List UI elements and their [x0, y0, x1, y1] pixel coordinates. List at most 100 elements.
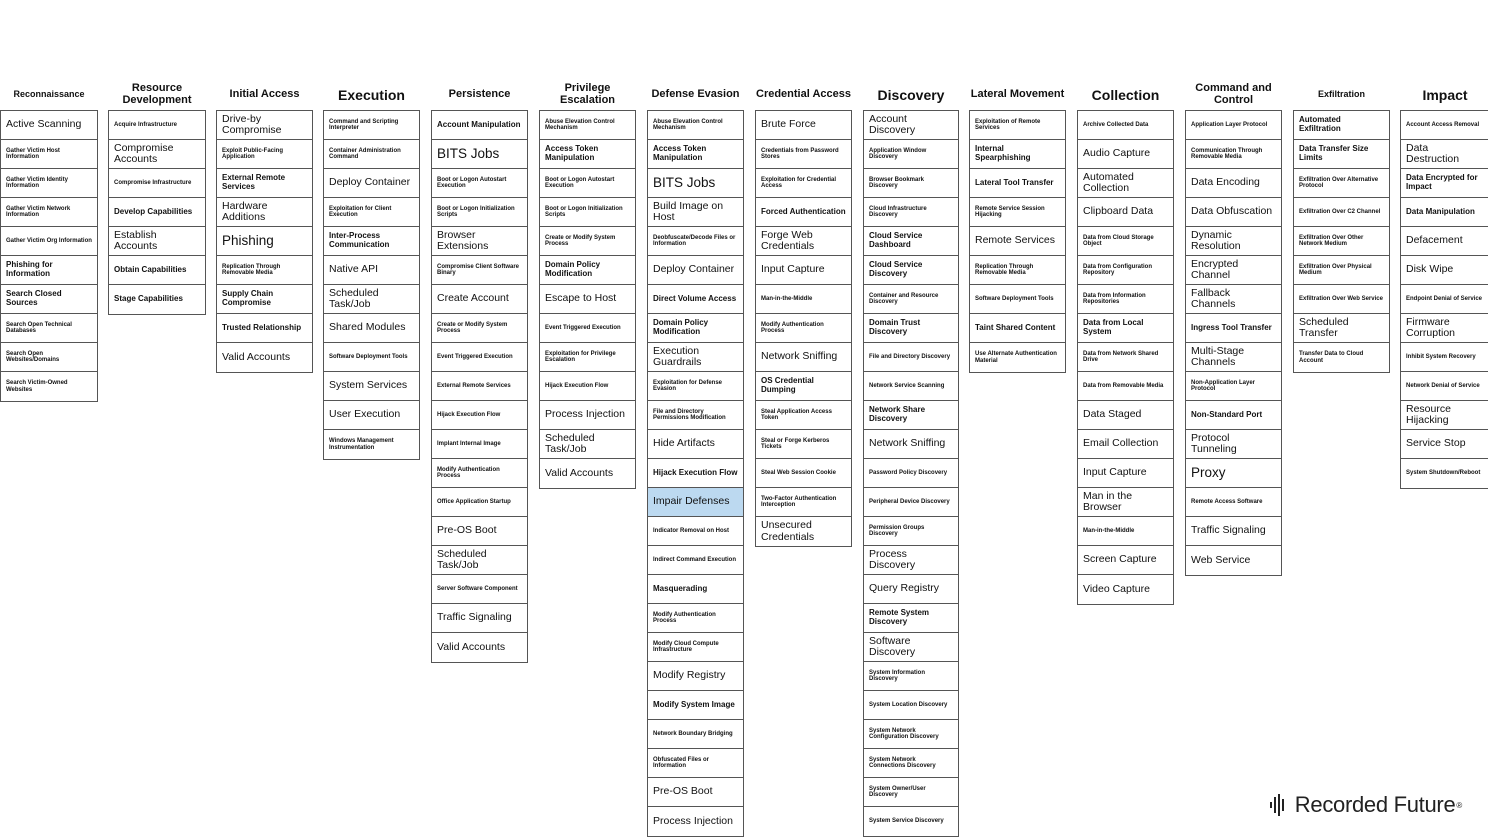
technique-cell[interactable]: Direct Volume Access	[648, 285, 743, 314]
technique-cell[interactable]: Man-in-the-Middle	[1078, 517, 1173, 546]
technique-cell[interactable]: Input Capture	[1078, 459, 1173, 488]
technique-cell[interactable]: Modify Authentication Process	[756, 314, 851, 343]
technique-cell[interactable]: Exploitation of Remote Services	[970, 111, 1065, 140]
technique-cell[interactable]: Account Access Removal	[1401, 111, 1488, 140]
technique-cell[interactable]: Software Discovery	[864, 633, 958, 662]
technique-cell[interactable]: Scheduled Task/Job	[540, 430, 635, 459]
technique-cell[interactable]: Service Stop	[1401, 430, 1488, 459]
technique-cell[interactable]: Credentials from Password Stores	[756, 140, 851, 169]
technique-cell[interactable]: Replication Through Removable Media	[217, 256, 312, 285]
technique-cell[interactable]: Process Injection	[648, 807, 743, 836]
technique-cell[interactable]: Process Discovery	[864, 546, 958, 575]
technique-cell[interactable]: Dynamic Resolution	[1186, 227, 1281, 256]
technique-cell[interactable]: Valid Accounts	[540, 459, 635, 488]
technique-cell[interactable]: Automated Exfiltration	[1294, 111, 1389, 140]
technique-cell[interactable]: Create or Modify System Process	[540, 227, 635, 256]
technique-cell[interactable]: Pre-OS Boot	[648, 778, 743, 807]
technique-cell[interactable]: Remote Services	[970, 227, 1065, 256]
technique-cell[interactable]: Acquire Infrastructure	[109, 111, 205, 140]
technique-cell[interactable]: Modify Authentication Process	[432, 459, 527, 488]
technique-cell[interactable]: Non-Application Layer Protocol	[1186, 372, 1281, 401]
technique-cell[interactable]: Stage Capabilities	[109, 285, 205, 314]
technique-cell[interactable]: Account Manipulation	[432, 111, 527, 140]
technique-cell[interactable]: Search Open Websites/Domains	[1, 343, 97, 372]
technique-cell[interactable]: Network Sniffing	[864, 430, 958, 459]
technique-cell[interactable]: System Information Discovery	[864, 662, 958, 691]
technique-cell[interactable]: Password Policy Discovery	[864, 459, 958, 488]
technique-cell[interactable]: Network Boundary Bridging	[648, 720, 743, 749]
technique-cell[interactable]: Hide Artifacts	[648, 430, 743, 459]
technique-cell[interactable]: Gather Victim Network Information	[1, 198, 97, 227]
technique-cell[interactable]: Replication Through Removable Media	[970, 256, 1065, 285]
technique-cell[interactable]: Domain Policy Modification	[648, 314, 743, 343]
technique-cell[interactable]: Exfiltration Over Other Network Medium	[1294, 227, 1389, 256]
technique-cell[interactable]: Native API	[324, 256, 419, 285]
technique-cell[interactable]: Search Closed Sources	[1, 285, 97, 314]
technique-cell[interactable]: Video Capture	[1078, 575, 1173, 604]
technique-cell[interactable]: Screen Capture	[1078, 546, 1173, 575]
technique-cell[interactable]: Establish Accounts	[109, 227, 205, 256]
technique-cell[interactable]: Drive-by Compromise	[217, 111, 312, 140]
technique-cell[interactable]: Man-in-the-Middle	[756, 285, 851, 314]
technique-cell[interactable]: Data Encoding	[1186, 169, 1281, 198]
technique-cell[interactable]: Resource Hijacking	[1401, 401, 1488, 430]
technique-cell[interactable]: Data Staged	[1078, 401, 1173, 430]
technique-cell[interactable]: Compromise Client Software Binary	[432, 256, 527, 285]
technique-cell[interactable]: Exploit Public-Facing Application	[217, 140, 312, 169]
technique-cell[interactable]: BITS Jobs	[432, 140, 527, 169]
technique-cell[interactable]: Email Collection	[1078, 430, 1173, 459]
technique-cell[interactable]: Software Deployment Tools	[970, 285, 1065, 314]
technique-cell[interactable]: Unsecured Credentials	[756, 517, 851, 546]
technique-cell[interactable]: Application Window Discovery	[864, 140, 958, 169]
technique-cell[interactable]: Data from Network Shared Drive	[1078, 343, 1173, 372]
technique-cell[interactable]: BITS Jobs	[648, 169, 743, 198]
technique-cell[interactable]: Domain Policy Modification	[540, 256, 635, 285]
technique-cell[interactable]: Boot or Logon Initialization Scripts	[432, 198, 527, 227]
technique-cell[interactable]: Obfuscated Files or Information	[648, 749, 743, 778]
technique-cell[interactable]: Phishing	[217, 227, 312, 256]
technique-cell[interactable]: Scheduled Transfer	[1294, 314, 1389, 343]
technique-cell[interactable]: Indirect Command Execution	[648, 546, 743, 575]
technique-cell-highlighted[interactable]: Impair Defenses	[648, 488, 743, 517]
technique-cell[interactable]: Archive Collected Data	[1078, 111, 1173, 140]
technique-cell[interactable]: Container Administration Command	[324, 140, 419, 169]
technique-cell[interactable]: System Location Discovery	[864, 691, 958, 720]
technique-cell[interactable]: Abuse Elevation Control Mechanism	[648, 111, 743, 140]
technique-cell[interactable]: Audio Capture	[1078, 140, 1173, 169]
technique-cell[interactable]: Create or Modify System Process	[432, 314, 527, 343]
technique-cell[interactable]: Brute Force	[756, 111, 851, 140]
technique-cell[interactable]: Disk Wipe	[1401, 256, 1488, 285]
technique-cell[interactable]: Query Registry	[864, 575, 958, 604]
technique-cell[interactable]: Compromise Accounts	[109, 140, 205, 169]
technique-cell[interactable]: Pre-OS Boot	[432, 517, 527, 546]
technique-cell[interactable]: Exploitation for Client Execution	[324, 198, 419, 227]
technique-cell[interactable]: Access Token Manipulation	[540, 140, 635, 169]
technique-cell[interactable]: External Remote Services	[217, 169, 312, 198]
technique-cell[interactable]: Traffic Signaling	[432, 604, 527, 633]
technique-cell[interactable]: Event Triggered Execution	[432, 343, 527, 372]
technique-cell[interactable]: Boot or Logon Initialization Scripts	[540, 198, 635, 227]
technique-cell[interactable]: Exfiltration Over C2 Channel	[1294, 198, 1389, 227]
technique-cell[interactable]: Modify Registry	[648, 662, 743, 691]
technique-cell[interactable]: Permission Groups Discovery	[864, 517, 958, 546]
technique-cell[interactable]: Exfiltration Over Web Service	[1294, 285, 1389, 314]
technique-cell[interactable]: Forge Web Credentials	[756, 227, 851, 256]
technique-cell[interactable]: Compromise Infrastructure	[109, 169, 205, 198]
technique-cell[interactable]: Deploy Container	[648, 256, 743, 285]
technique-cell[interactable]: User Execution	[324, 401, 419, 430]
technique-cell[interactable]: Modify Authentication Process	[648, 604, 743, 633]
technique-cell[interactable]: Implant Internal Image	[432, 430, 527, 459]
technique-cell[interactable]: Cloud Service Discovery	[864, 256, 958, 285]
technique-cell[interactable]: Peripheral Device Discovery	[864, 488, 958, 517]
technique-cell[interactable]: Scheduled Task/Job	[432, 546, 527, 575]
technique-cell[interactable]: Develop Capabilities	[109, 198, 205, 227]
technique-cell[interactable]: Automated Collection	[1078, 169, 1173, 198]
technique-cell[interactable]: Create Account	[432, 285, 527, 314]
technique-cell[interactable]: Valid Accounts	[217, 343, 312, 372]
technique-cell[interactable]: Data Transfer Size Limits	[1294, 140, 1389, 169]
technique-cell[interactable]: Search Open Technical Databases	[1, 314, 97, 343]
technique-cell[interactable]: Cloud Infrastructure Discovery	[864, 198, 958, 227]
technique-cell[interactable]: Deploy Container	[324, 169, 419, 198]
technique-cell[interactable]: Data from Removable Media	[1078, 372, 1173, 401]
technique-cell[interactable]: Abuse Elevation Control Mechanism	[540, 111, 635, 140]
